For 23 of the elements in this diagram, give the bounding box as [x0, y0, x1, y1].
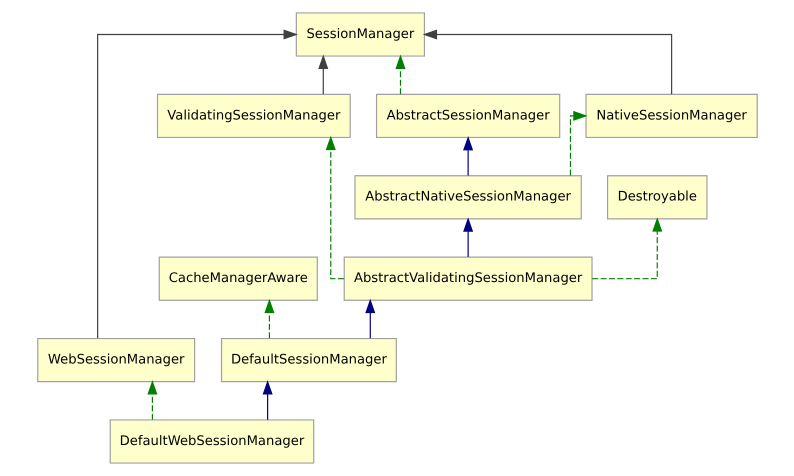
arrow [422, 29, 672, 94]
node-box: SessionManager [295, 12, 425, 57]
node-box: AbstractValidatingSessionManager [343, 256, 592, 301]
node-box: CacheManagerAware [158, 256, 318, 301]
arrow [262, 380, 272, 420]
arrow [146, 380, 157, 420]
node-box: AbstractNativeSessionManager [354, 175, 582, 220]
arrow [462, 217, 473, 257]
arrow [364, 298, 375, 338]
node-box: WebSessionManager [36, 338, 195, 382]
arrow [462, 136, 473, 176]
node-box: AbstractSessionManager [375, 94, 560, 138]
node-box: DefaultWebSessionManager [109, 419, 314, 464]
node-box: ValidatingSessionManager [156, 94, 350, 138]
node-box: Destroyable [606, 175, 708, 220]
arrow [394, 54, 406, 94]
node-box: NativeSessionManager [584, 94, 758, 138]
arrow [264, 298, 274, 338]
arrow [96, 29, 298, 338]
node-box: DefaultSessionManager [220, 338, 396, 382]
arrow [592, 217, 662, 280]
arrow [318, 54, 328, 94]
arrow [569, 110, 588, 176]
